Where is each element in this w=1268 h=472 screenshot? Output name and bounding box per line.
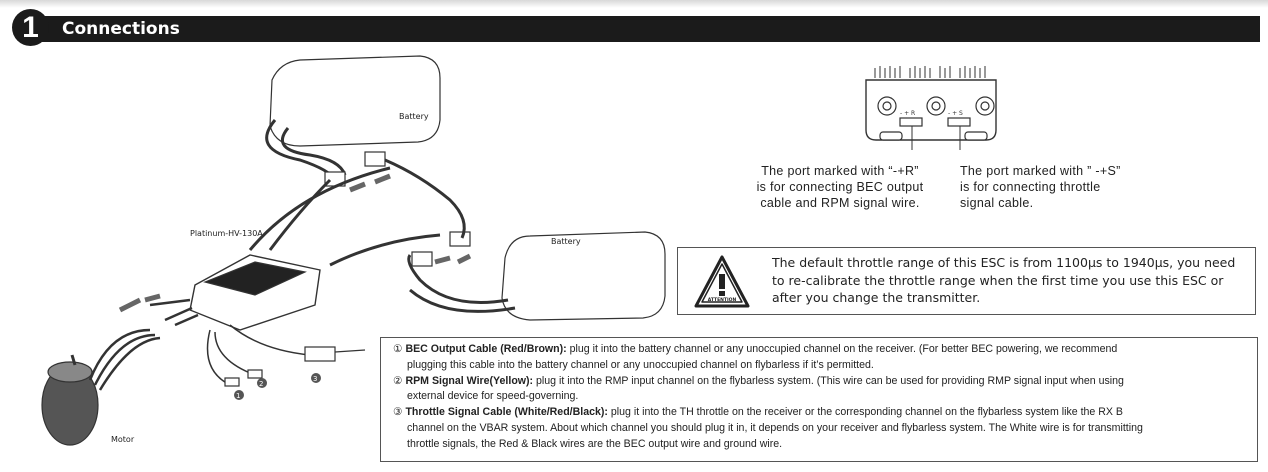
esc-illustration: [149, 254, 321, 331]
esc-label: Platinum-HV-130A: [190, 229, 263, 238]
note-title: RPM Signal Wire(Yellow):: [405, 374, 534, 387]
callout-markers: [234, 373, 321, 400]
note-rpm-signal-wire: ② RPM Signal Wire(Yellow): plug it into …: [393, 374, 1247, 406]
caption-line: is for connecting BEC output: [756, 180, 924, 194]
battery-label-1: Battery: [399, 112, 429, 121]
note-title: BEC Output Cable (Red/Brown):: [405, 343, 567, 355]
battery-2-illustration: [407, 231, 666, 321]
note-text-cont: plugging this cable into the battery cha…: [407, 358, 874, 371]
note-throttle-signal-cable: ③ Throttle Signal Cable (White/Red/Black…: [393, 405, 1247, 452]
caption-line: cable and RPM signal wire.: [760, 196, 920, 210]
battery-1-illustration: [265, 55, 441, 181]
note-marker: ②: [393, 374, 403, 387]
section-number: 1: [12, 9, 49, 46]
port-label-r: - + R: [900, 110, 915, 117]
esc-port-diagram: [865, 66, 997, 150]
callout-2: 2: [259, 380, 263, 388]
cable-notes-box: ① BEC Output Cable (Red/Brown): plug it …: [380, 337, 1258, 462]
callout-1: 1: [236, 392, 240, 400]
caption-line: The port marked with “-+R”: [761, 164, 919, 178]
port-label-s: - + S: [948, 110, 963, 117]
port-s-caption: The port marked with ” -+S” is for conne…: [960, 163, 1160, 211]
caption-line: signal cable.: [960, 196, 1034, 210]
note-text: plug it into the RMP input channel on th…: [533, 374, 1124, 387]
battery-label-2: Battery: [551, 237, 581, 246]
section-header-bar: [30, 16, 1260, 42]
note-text-cont: throttle signals, the Red & Black wires …: [407, 437, 783, 450]
port-r-caption: The port marked with “-+R” is for connec…: [740, 163, 940, 211]
callout-3: 3: [313, 375, 317, 383]
attention-text: The default throttle range of this ESC i…: [772, 255, 1236, 305]
note-marker: ①: [393, 343, 403, 355]
motor-label: Motor: [111, 435, 135, 444]
note-text-cont: external device for speed-governing.: [407, 390, 579, 403]
motor-illustration: [41, 328, 161, 446]
note-text-cont: channel on the VBAR system. About which …: [407, 421, 1143, 434]
note-text: plug it into the battery channel or any …: [566, 343, 1118, 355]
note-bec-output-cable: ① BEC Output Cable (Red/Brown): plug it …: [393, 342, 1247, 374]
note-marker: ③: [393, 406, 403, 419]
section-title: Connections: [62, 19, 180, 39]
caption-line: is for connecting throttle: [960, 180, 1101, 194]
attention-warning-icon: ATTENTION: [694, 255, 750, 308]
attention-box: ATTENTION The default throttle range of …: [677, 247, 1256, 315]
note-title: Throttle Signal Cable (White/Red/Black):: [405, 406, 608, 419]
caption-line: The port marked with ” -+S”: [960, 164, 1121, 178]
page-top-shade: [0, 0, 1268, 8]
svg-text:ATTENTION: ATTENTION: [708, 297, 737, 303]
note-text: plug it into the TH throttle on the rece…: [607, 406, 1123, 419]
